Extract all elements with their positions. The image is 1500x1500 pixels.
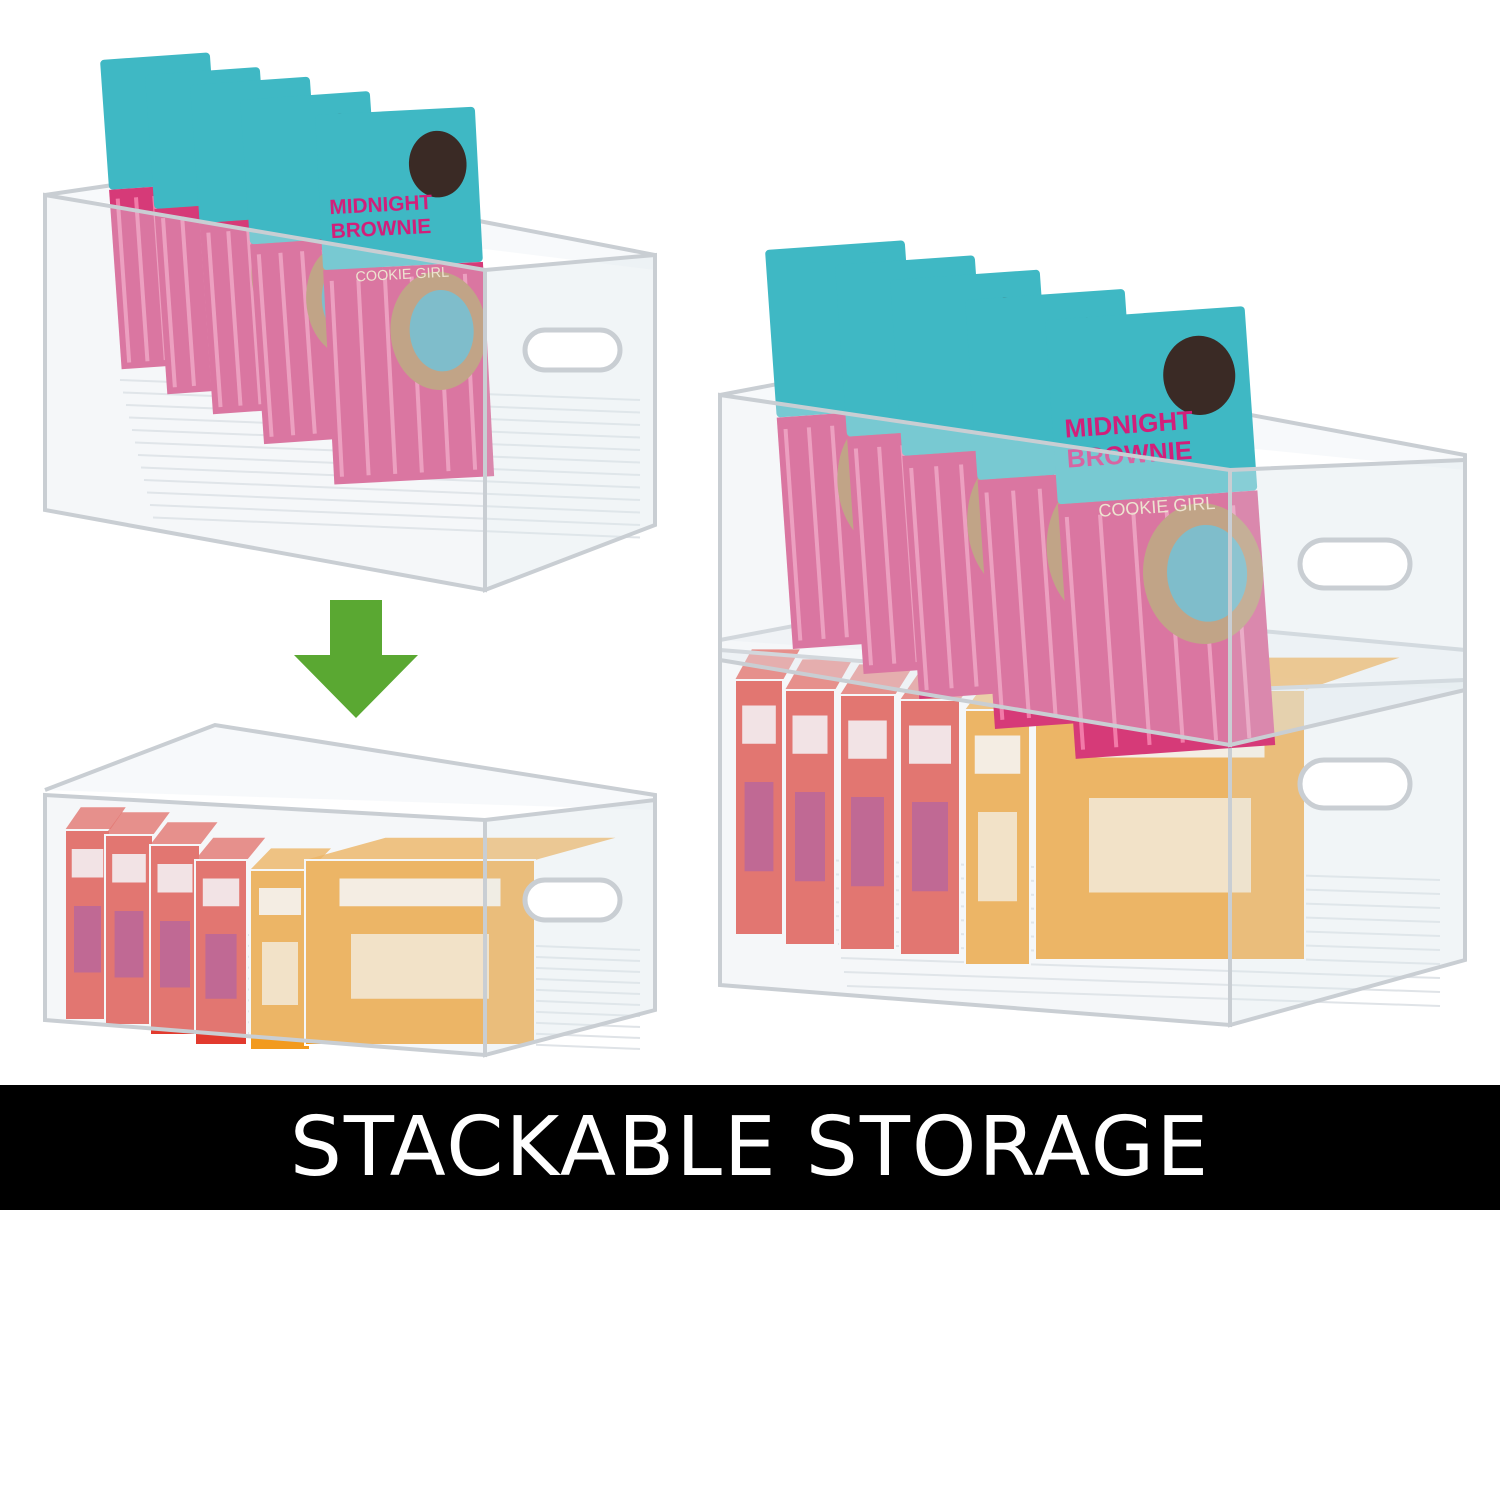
bag-label: MIDNIGHT: [329, 191, 433, 219]
bag-label: BROWNIE: [330, 215, 432, 243]
stacked-bin-upper: MIDNIGHTBROWNIECOOKIE GIRL: [718, 240, 1467, 759]
snack-box: [249, 848, 331, 1051]
product-photo: MIDNIGHTBROWNIECOOKIE GIRL MIDNIGHTBROWN…: [43, 52, 1467, 1058]
snack-box: [149, 822, 218, 1036]
caption-text: STACKABLE STORAGE: [289, 1100, 1211, 1195]
bin-handle: [522, 327, 623, 373]
caption-banner: STACKABLE STORAGE: [0, 1085, 1500, 1210]
snack-box: [304, 837, 616, 1046]
cookie-bag: MIDNIGHTBROWNIECOOKIE GIRL: [1045, 306, 1276, 759]
bin-end-wall: [483, 797, 657, 1058]
down-arrow-icon: [294, 600, 418, 718]
bin-handle: [522, 877, 623, 923]
snack-box: [64, 807, 126, 1021]
snack-box: [734, 649, 800, 936]
bin-handle: [1297, 757, 1413, 811]
snack-box: [784, 659, 853, 946]
bin-handle: [1297, 537, 1413, 591]
snack-box: [194, 837, 266, 1046]
bin-end-wall: [1228, 457, 1467, 748]
bin-end-wall: [1228, 677, 1467, 1028]
snack-box: [104, 812, 170, 1026]
bin-end-wall: [483, 252, 657, 593]
bin-front-wall: [43, 792, 487, 1058]
bin-with-boxes: [43, 722, 657, 1058]
snack-box: [964, 679, 1053, 966]
bag-brand: COOKIE GIRL: [355, 265, 449, 286]
